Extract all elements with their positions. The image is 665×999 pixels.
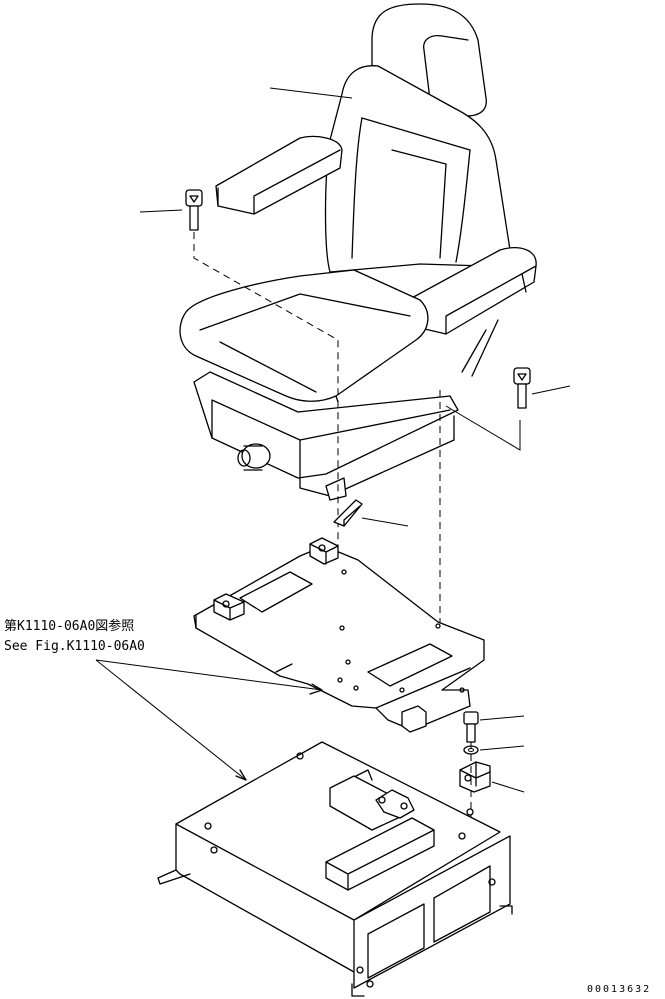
bolt: [463, 711, 525, 743]
cap-screw-right: [445, 367, 571, 451]
stopper-bracket: [459, 761, 525, 793]
seat-stand: [157, 741, 513, 997]
reference-note: 第K1110-06A0図参照 See Fig.K1110-06A0: [4, 618, 323, 781]
cap-screw-left: [139, 189, 203, 231]
axis-left: [193, 232, 339, 580]
catalog-number: 00013632: [587, 984, 651, 995]
seat-mount-plate: [193, 537, 485, 733]
washer: [463, 745, 525, 755]
reference-note-english: See Fig.K1110-06A0: [4, 639, 145, 654]
latch-bracket: [333, 499, 409, 527]
leader-seat: [269, 87, 353, 99]
reference-note-japanese: 第K1110-06A0図参照: [4, 618, 134, 634]
seat-assembly: [179, 3, 537, 501]
